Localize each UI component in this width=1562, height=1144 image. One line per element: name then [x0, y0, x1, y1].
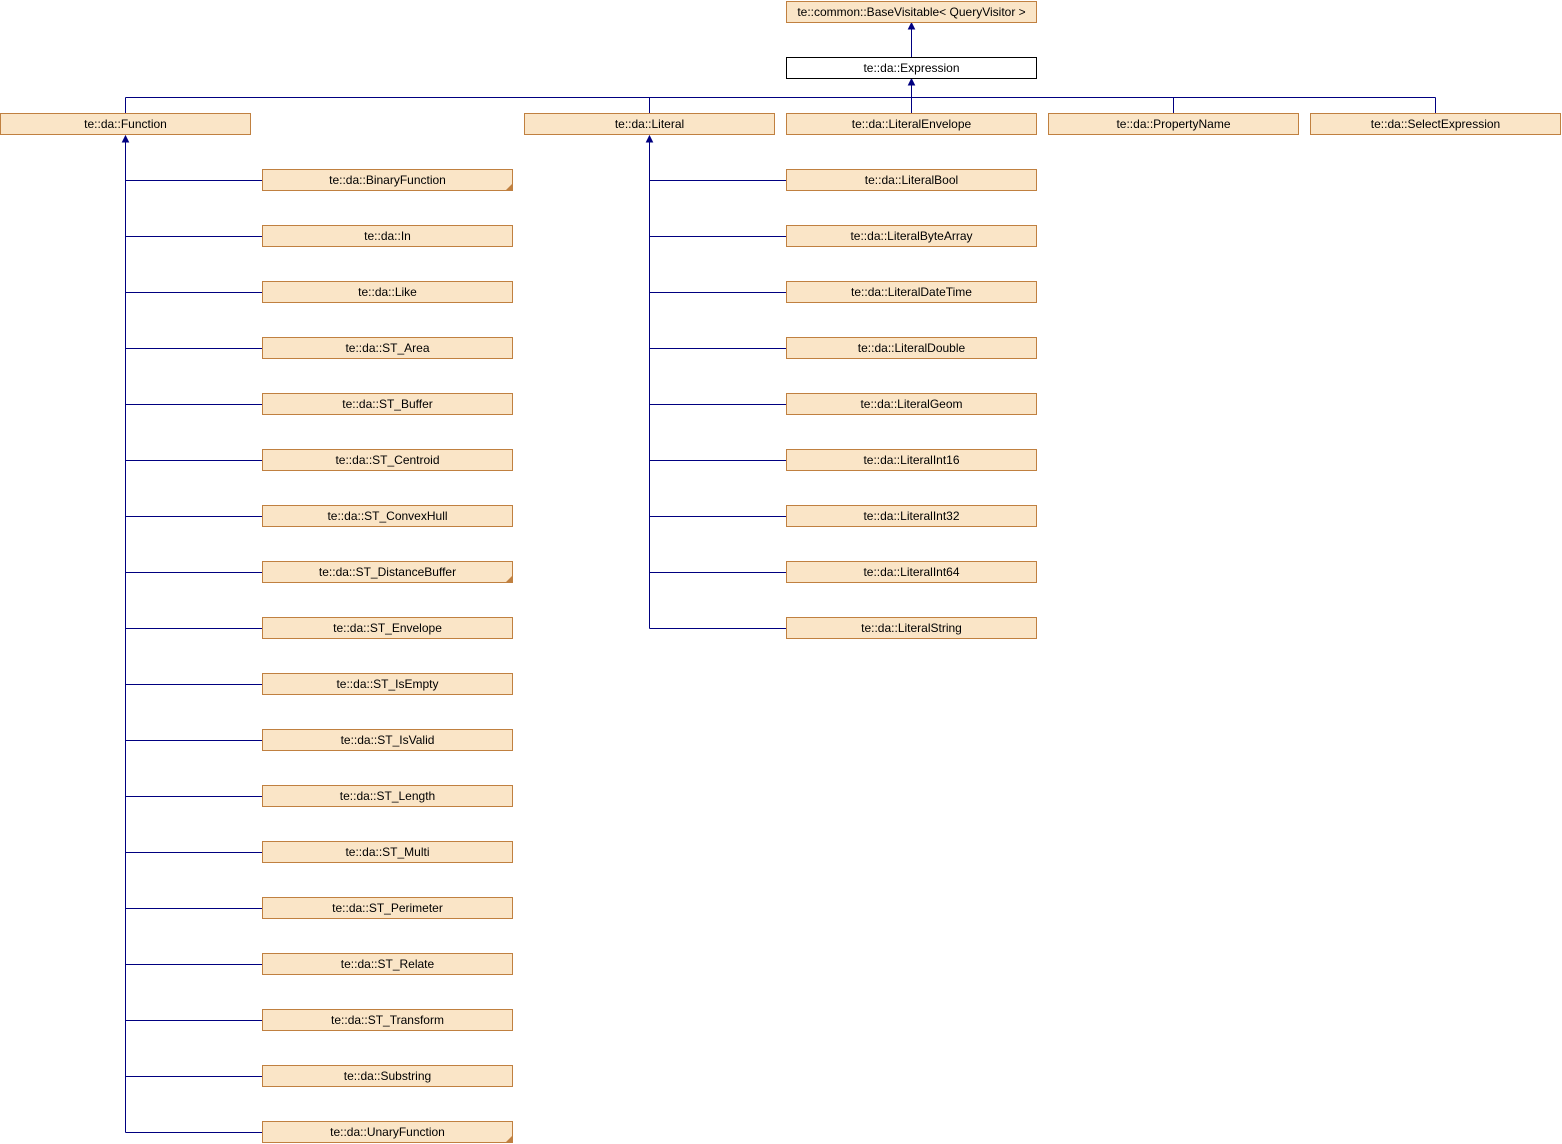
node-label: te::da::ST_Transform — [331, 1013, 444, 1027]
more-subclasses-marker — [506, 184, 512, 190]
node-label: te::da::ST_Perimeter — [332, 901, 443, 915]
node-literaldatetime[interactable]: te::da::LiteralDateTime — [786, 281, 1037, 303]
node-label: te::da::LiteralInt64 — [863, 565, 960, 579]
node-literal-envelope[interactable]: te::da::LiteralEnvelope — [786, 113, 1037, 135]
node-literalbytearray[interactable]: te::da::LiteralByteArray — [786, 225, 1037, 247]
node-st-buffer[interactable]: te::da::ST_Buffer — [262, 393, 513, 415]
more-subclasses-marker — [506, 1136, 512, 1142]
node-st-transform[interactable]: te::da::ST_Transform — [262, 1009, 513, 1031]
node-label: te::da::ST_Centroid — [335, 453, 440, 467]
node-st-envelope[interactable]: te::da::ST_Envelope — [262, 617, 513, 639]
node-label: te::da::PropertyName — [1116, 117, 1231, 131]
node-st-length[interactable]: te::da::ST_Length — [262, 785, 513, 807]
node-substring[interactable]: te::da::Substring — [262, 1065, 513, 1087]
node-literalbool[interactable]: te::da::LiteralBool — [786, 169, 1037, 191]
node-label: te::da::ST_Buffer — [342, 397, 433, 411]
node-label: te::da::ST_Envelope — [333, 621, 442, 635]
node-label: te::da::BinaryFunction — [329, 173, 446, 187]
node-st-area[interactable]: te::da::ST_Area — [262, 337, 513, 359]
node-label: te::da::Expression — [863, 61, 960, 75]
node-st-centroid[interactable]: te::da::ST_Centroid — [262, 449, 513, 471]
node-literal[interactable]: te::da::Literal — [524, 113, 775, 135]
node-label: te::da::ST_IsEmpty — [336, 677, 439, 691]
node-label: te::da::ST_ConvexHull — [327, 509, 448, 523]
node-label: te::da::LiteralDateTime — [851, 285, 972, 299]
arrow-head — [907, 21, 916, 30]
node-literalint64[interactable]: te::da::LiteralInt64 — [786, 561, 1037, 583]
node-label: te::da::ST_IsValid — [340, 733, 435, 747]
node-st-relate[interactable]: te::da::ST_Relate — [262, 953, 513, 975]
node-literalint32[interactable]: te::da::LiteralInt32 — [786, 505, 1037, 527]
node-label: te::da::In — [364, 229, 411, 243]
node-select-expression[interactable]: te::da::SelectExpression — [1310, 113, 1561, 135]
node-binaryfunction[interactable]: te::da::BinaryFunction — [262, 169, 513, 191]
node-expression: te::da::Expression — [786, 57, 1037, 79]
node-label: te::da::Substring — [343, 1069, 432, 1083]
node-literalstring[interactable]: te::da::LiteralString — [786, 617, 1037, 639]
node-literalint16[interactable]: te::da::LiteralInt16 — [786, 449, 1037, 471]
node-label: te::da::LiteralBool — [864, 173, 959, 187]
node-label: te::da::LiteralInt16 — [863, 453, 960, 467]
node-in[interactable]: te::da::In — [262, 225, 513, 247]
node-unaryfunction[interactable]: te::da::UnaryFunction — [262, 1121, 513, 1143]
arrow-head — [907, 77, 916, 86]
node-label: te::da::ST_Relate — [340, 957, 435, 971]
node-label: te::da::ST_Multi — [345, 845, 430, 859]
node-label: te::da::Literal — [614, 117, 685, 131]
node-st-perimeter[interactable]: te::da::ST_Perimeter — [262, 897, 513, 919]
node-like[interactable]: te::da::Like — [262, 281, 513, 303]
node-label: te::common::BaseVisitable< QueryVisitor … — [797, 5, 1026, 19]
more-subclasses-marker — [506, 576, 512, 582]
node-label: te::da::LiteralInt32 — [863, 509, 960, 523]
node-st-multi[interactable]: te::da::ST_Multi — [262, 841, 513, 863]
node-label: te::da::ST_Length — [339, 789, 436, 803]
node-label: te::da::LiteralString — [861, 621, 962, 635]
node-label: te::da::LiteralEnvelope — [851, 117, 972, 131]
node-label: te::da::Function — [84, 117, 167, 131]
node-st-isempty[interactable]: te::da::ST_IsEmpty — [262, 673, 513, 695]
node-label: te::da::ST_Area — [345, 341, 430, 355]
node-label: te::da::UnaryFunction — [330, 1125, 445, 1139]
node-base-visitable[interactable]: te::common::BaseVisitable< QueryVisitor … — [786, 1, 1037, 23]
arrow-head — [121, 134, 130, 143]
node-st-convexhull[interactable]: te::da::ST_ConvexHull — [262, 505, 513, 527]
node-literalgeom[interactable]: te::da::LiteralGeom — [786, 393, 1037, 415]
node-label: te::da::LiteralByteArray — [850, 229, 973, 243]
node-property-name[interactable]: te::da::PropertyName — [1048, 113, 1299, 135]
node-literaldouble[interactable]: te::da::LiteralDouble — [786, 337, 1037, 359]
node-st-distancebuffer[interactable]: te::da::ST_DistanceBuffer — [262, 561, 513, 583]
node-function[interactable]: te::da::Function — [0, 113, 251, 135]
node-label: te::da::SelectExpression — [1370, 117, 1501, 131]
node-label: te::da::ST_DistanceBuffer — [318, 565, 457, 579]
arrow-head — [645, 134, 654, 143]
node-st-isvalid[interactable]: te::da::ST_IsValid — [262, 729, 513, 751]
node-label: te::da::Like — [358, 285, 417, 299]
node-label: te::da::LiteralDouble — [857, 341, 966, 355]
node-label: te::da::LiteralGeom — [860, 397, 963, 411]
